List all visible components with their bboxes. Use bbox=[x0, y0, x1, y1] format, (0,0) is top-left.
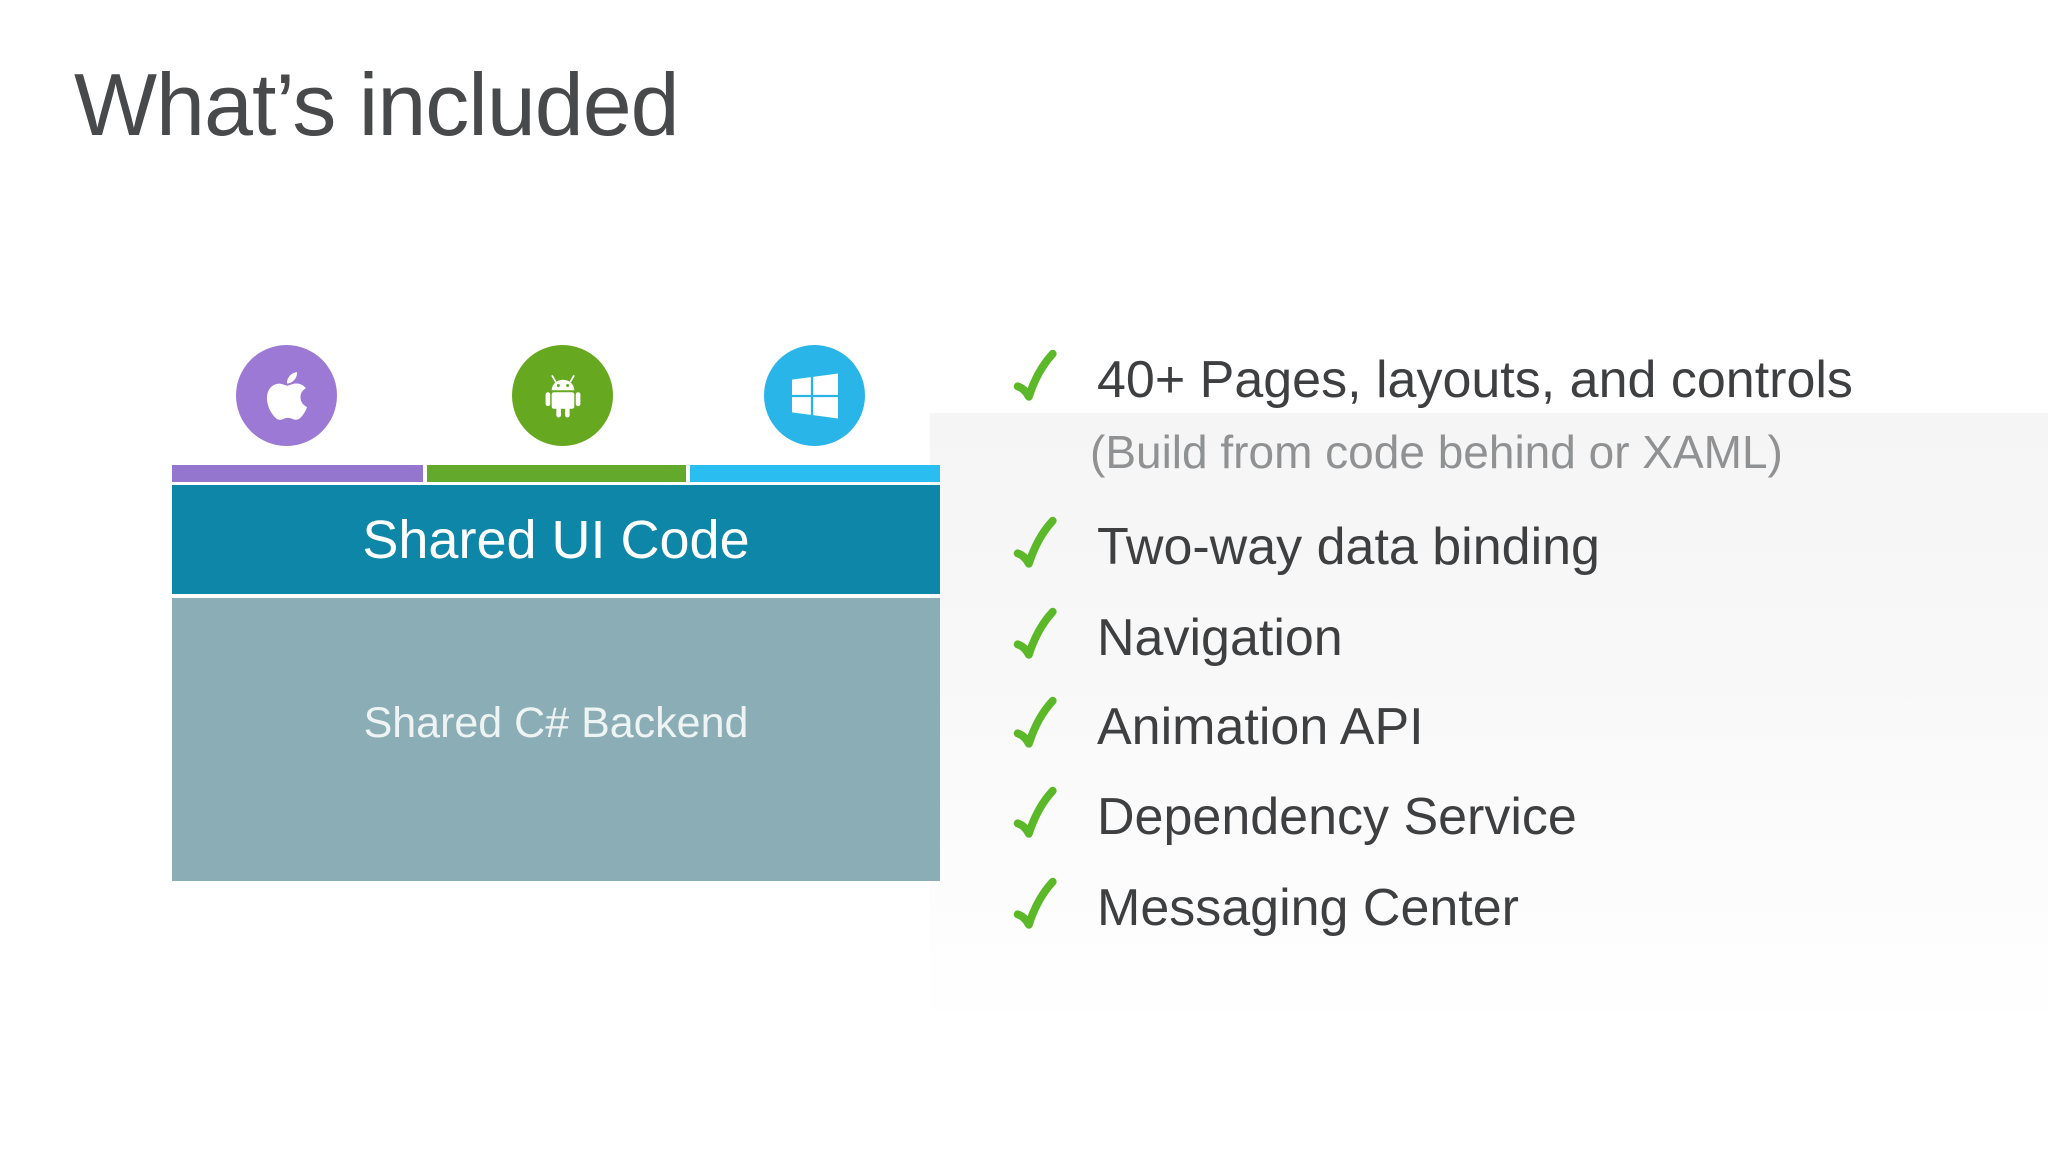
checklist-item-label: Dependency Service bbox=[1097, 788, 1577, 846]
checkmark-icon bbox=[1012, 877, 1060, 939]
checklist-item: Navigation bbox=[1012, 605, 1343, 671]
android-bar bbox=[427, 465, 686, 482]
android-icon bbox=[534, 367, 592, 425]
checklist-item-label: 40+ Pages, layouts, and controls bbox=[1097, 351, 1853, 409]
checklist-item-label: Two-way data binding bbox=[1097, 518, 1600, 576]
windows-bar bbox=[690, 465, 940, 482]
checkmark-icon bbox=[1012, 516, 1060, 578]
checklist-item: 40+ Pages, layouts, and controls bbox=[1012, 347, 1853, 413]
apple-platform-badge bbox=[236, 345, 337, 446]
windows-icon bbox=[791, 372, 838, 419]
apple-bar bbox=[172, 465, 423, 482]
apple-icon bbox=[262, 367, 312, 425]
shared-backend-label: Shared C# Backend bbox=[363, 699, 749, 747]
checkmark-icon bbox=[1012, 786, 1060, 848]
checkmark-icon bbox=[1012, 349, 1060, 411]
platform-bars bbox=[172, 465, 940, 482]
checklist-item: Animation API bbox=[1012, 694, 1424, 760]
checklist-item: Dependency Service bbox=[1012, 784, 1577, 850]
checklist-subitem: (Build from code behind or XAML) bbox=[1012, 419, 1783, 485]
shared-ui-code-label: Shared UI Code bbox=[362, 509, 750, 570]
checklist-item: Two-way data binding bbox=[1012, 514, 1600, 580]
checklist-item: Messaging Center bbox=[1012, 875, 1519, 941]
slide-title: What’s included bbox=[74, 55, 680, 154]
checkmark-icon bbox=[1012, 607, 1060, 669]
checkmark-icon bbox=[1012, 696, 1060, 758]
android-platform-badge bbox=[512, 345, 613, 446]
windows-platform-badge bbox=[764, 345, 865, 446]
checklist-item-label: Navigation bbox=[1097, 609, 1343, 667]
shared-ui-code-box: Shared UI Code bbox=[172, 485, 940, 594]
checklist-item-label: Messaging Center bbox=[1097, 879, 1519, 937]
checklist-item-label: Animation API bbox=[1097, 698, 1424, 756]
checklist-subitem-label: (Build from code behind or XAML) bbox=[1090, 426, 1783, 478]
shared-backend-box: Shared C# Backend bbox=[172, 598, 940, 881]
